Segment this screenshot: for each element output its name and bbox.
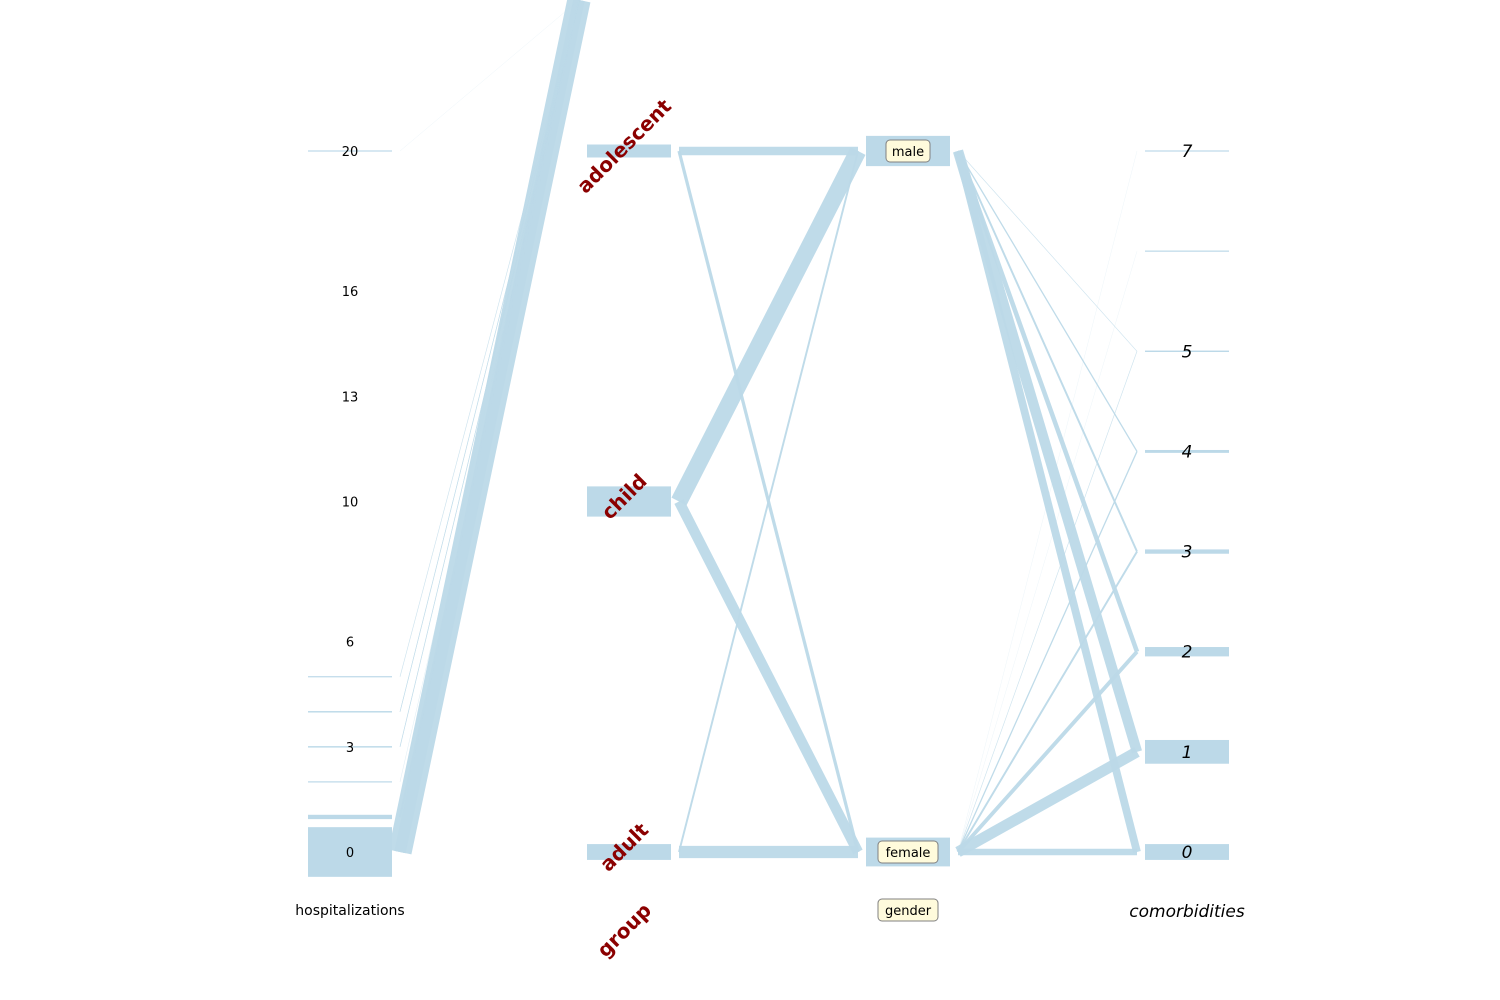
flow-group-adolescent-to-female bbox=[677, 150, 860, 853]
tick-label-gender-female: female bbox=[886, 846, 931, 861]
axis-label-group: group bbox=[592, 898, 656, 962]
flow-group-child-to-male bbox=[671, 147, 866, 506]
tick-label-comorbidities-4: 4 bbox=[1182, 442, 1193, 462]
bar-comorbidities-1 bbox=[1145, 739, 1229, 764]
flow-gender-female-to-3 bbox=[957, 551, 1138, 853]
flow-hospitalizations-2-to-1 bbox=[399, 0, 580, 782]
flow-gender-female-to-1 bbox=[955, 747, 1140, 857]
bar-group-child bbox=[587, 486, 671, 517]
tick-label-gender-female-box: female bbox=[877, 840, 939, 864]
bar-group-adolescent bbox=[587, 144, 671, 158]
flow-gender-female-to-5 bbox=[957, 351, 1138, 853]
flow-gender-female-to-4 bbox=[957, 451, 1138, 853]
axis-label-hospitalizations: hospitalizations bbox=[295, 903, 404, 919]
bar-comorbidities-7 bbox=[1145, 150, 1229, 152]
flow-hospitalizations-0-to-2 bbox=[395, 0, 584, 853]
bar-comorbidities-6 bbox=[1145, 250, 1229, 252]
bar-group-adult bbox=[587, 844, 671, 860]
flow-gender-male-to-4 bbox=[957, 150, 1138, 452]
bar-comorbidities-0 bbox=[1145, 844, 1229, 860]
tick-label-hospitalizations-16: 16 bbox=[342, 285, 359, 300]
tick-label-hospitalizations-10: 10 bbox=[342, 496, 359, 511]
tick-label-gender-male: male bbox=[892, 145, 924, 160]
flow-gender-male-to-3 bbox=[957, 150, 1138, 552]
tick-label-hospitalizations-13: 13 bbox=[342, 390, 359, 405]
flow-hospitalizations-4-to-2 bbox=[399, 0, 580, 712]
bar-hospitalizations-0 bbox=[308, 827, 392, 877]
flow-gender-male-to-2 bbox=[955, 150, 1140, 653]
axis-label-gender-frame bbox=[877, 898, 939, 922]
tick-label-hospitalizations-6: 6 bbox=[346, 636, 354, 651]
flow-gender-female-to-2 bbox=[956, 650, 1139, 854]
tick-label-hospitalizations-20: 20 bbox=[342, 145, 359, 160]
tick-label-comorbidities-7: 7 bbox=[1182, 142, 1193, 162]
tick-label-hospitalizations-3: 3 bbox=[346, 741, 354, 756]
flow-gender-female-to-6 bbox=[957, 251, 1138, 853]
bar-comorbidities-4 bbox=[1145, 449, 1229, 453]
bar-hospitalizations-20 bbox=[308, 150, 392, 152]
flow-hospitalizations-1-to-2 bbox=[399, 0, 580, 818]
bar-hospitalizations-3 bbox=[308, 746, 392, 748]
bar-hospitalizations-5 bbox=[308, 676, 392, 678]
flow-hospitalizations-20-to-0 bbox=[399, 0, 580, 152]
tick-label-comorbidities-1: 1 bbox=[1182, 743, 1193, 763]
bar-comorbidities-2 bbox=[1145, 647, 1229, 657]
bar-hospitalizations-1 bbox=[308, 814, 392, 820]
tick-label-gender-male-frame bbox=[885, 139, 931, 163]
tick-label-hospitalizations-0: 0 bbox=[346, 846, 354, 861]
tick-label-gender-male-box: male bbox=[885, 139, 931, 163]
axis-label-gender-box: gender bbox=[877, 898, 939, 922]
flow-hospitalizations-5-to-0 bbox=[399, 0, 580, 677]
flow-group-child-to-female bbox=[674, 499, 863, 855]
flow-hospitalizations-3-to-1 bbox=[399, 0, 580, 747]
tick-label-comorbidities-0: 0 bbox=[1182, 843, 1193, 863]
flow-gender-male-to-1 bbox=[953, 149, 1142, 754]
tick-label-comorbidities-3: 3 bbox=[1182, 543, 1193, 563]
bar-hospitalizations-2 bbox=[308, 781, 392, 783]
bar-hospitalizations-4 bbox=[308, 711, 392, 713]
flow-hospitalizations-2-to-0 bbox=[399, 0, 580, 782]
tick-label-comorbidities-5: 5 bbox=[1182, 342, 1193, 362]
bar-comorbidities-3 bbox=[1145, 549, 1229, 554]
axis-label-comorbidities: comorbidities bbox=[1129, 902, 1245, 922]
bar-comorbidities-5 bbox=[1145, 350, 1229, 353]
flows-layer bbox=[388, 0, 1142, 859]
flow-gender-male-to-5 bbox=[957, 150, 1138, 352]
tick-label-gender-female-frame bbox=[877, 840, 939, 864]
axis-label-gender: gender bbox=[885, 904, 932, 919]
tick-label-comorbidities-2: 2 bbox=[1182, 643, 1193, 663]
